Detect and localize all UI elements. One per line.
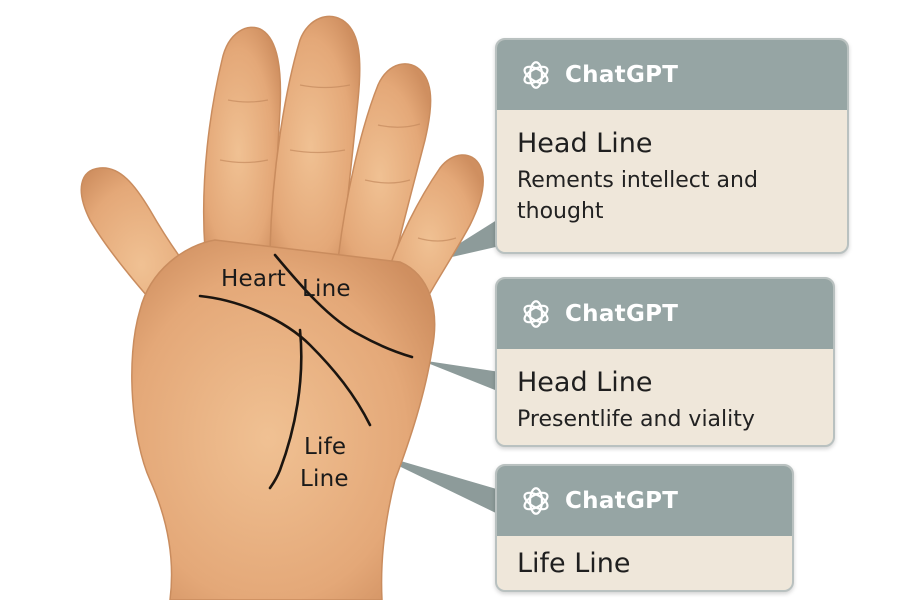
label-heart: Heart [221,266,287,292]
card-body: Life Line [497,536,792,579]
card-header: ChatGPT [497,40,847,110]
card-body: Head Line Presentlife and viality [497,349,833,435]
brand-name: ChatGPT [565,62,679,88]
life-line [268,328,303,490]
heart-line [273,253,414,359]
card-header: ChatGPT [497,279,833,349]
card-title: Head Line [517,367,653,398]
info-card-1: ChatGPT Head Line Rements intellect and … [495,38,849,254]
chatgpt-logo-icon [523,300,549,328]
brand-name: ChatGPT [565,301,679,327]
card-text: Rements intellect and thought [517,168,758,224]
info-card-2: ChatGPT Head Line Presentlife and vialit… [495,277,835,447]
brand-name: ChatGPT [565,488,679,514]
card-title: Life Line [517,548,631,579]
label-life-line: Line [300,466,349,492]
card-text: Presentlife and viality [517,407,755,432]
pointer-tail-2 [420,360,500,392]
card-body: Head Line Rements intellect and thought [497,110,847,227]
chatgpt-logo-icon [523,487,549,515]
info-card-3: ChatGPT Life Line [495,464,794,592]
card-title: Head Line [517,128,653,159]
label-heart-line: Line [302,276,351,302]
label-life: Life [304,434,347,460]
head-line [198,294,372,427]
hand [80,15,484,600]
card-header: ChatGPT [497,466,792,536]
chatgpt-logo-icon [523,61,549,89]
pointer-tail-3 [370,452,500,515]
